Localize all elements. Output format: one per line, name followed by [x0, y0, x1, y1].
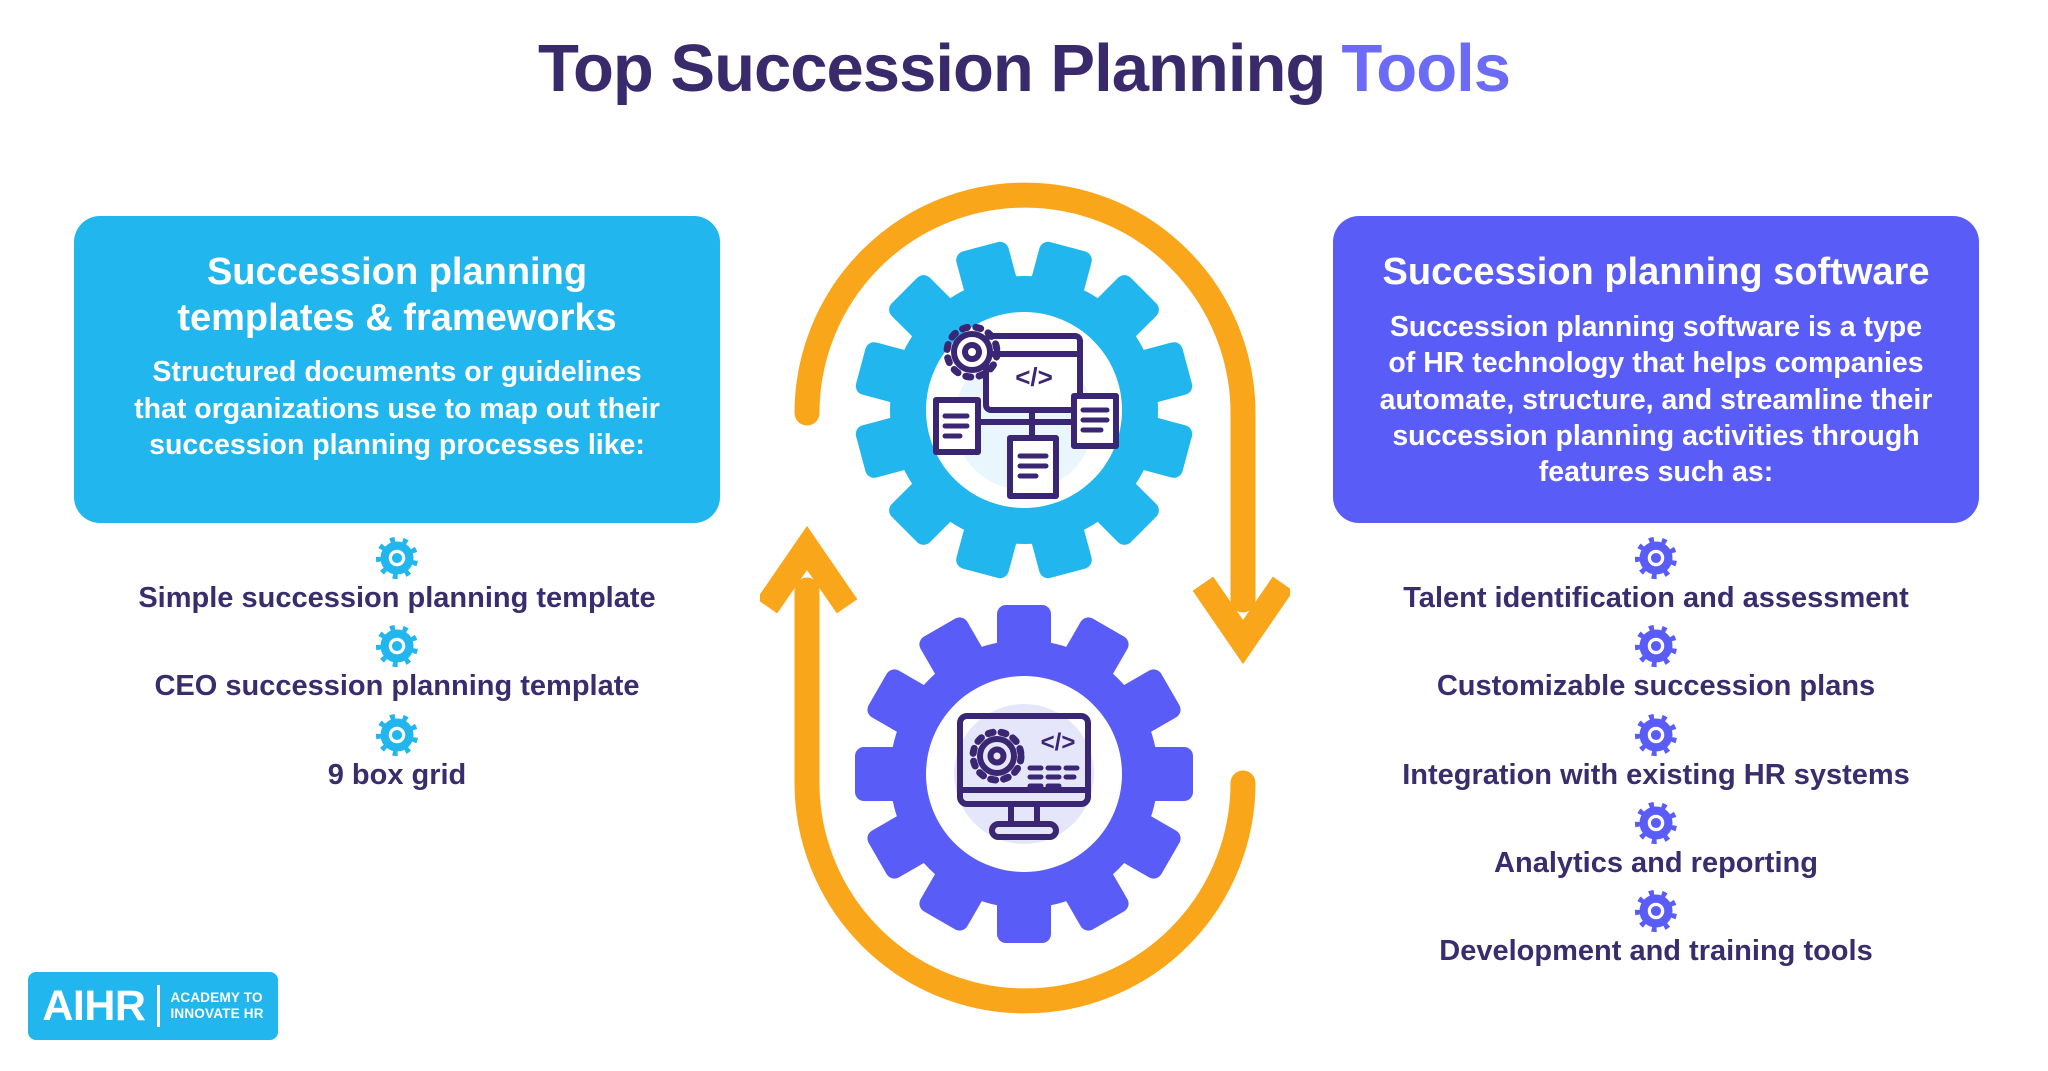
cog-icon: [1634, 536, 1678, 580]
list-item-label: Talent identification and assessment: [1403, 582, 1909, 614]
cog-icon: [1634, 801, 1678, 845]
list-item-label: CEO succession planning template: [154, 670, 640, 703]
software-panel-body: Succession planning software is a type o…: [1379, 310, 1933, 489]
software-panel-heading: Succession planning software: [1382, 251, 1930, 293]
list-item: Development and training tools: [1439, 889, 1873, 968]
gear-flowchart-icon: </>: [855, 241, 1193, 579]
list-item: Simple succession planning template: [138, 536, 656, 615]
templates-panel: Succession planning templates & framewor…: [74, 216, 720, 523]
list-item: Analytics and reporting: [1494, 801, 1818, 880]
cog-icon: [375, 536, 419, 580]
software-panel: Succession planning software Succession …: [1333, 216, 1979, 523]
gear-monitor-code-icon: </>: [855, 605, 1193, 943]
list-item-label: Simple succession planning template: [138, 582, 656, 614]
list-item: Integration with existing HR systems: [1402, 713, 1910, 792]
list-item: Customizable succession plans: [1437, 624, 1875, 703]
cog-icon: [1634, 624, 1678, 668]
templates-list: Simple succession planning template CEO …: [74, 536, 720, 801]
list-item: CEO succession planning template: [154, 624, 640, 703]
aihr-logo: AIHR ACADEMY TO INNOVATE HR: [28, 972, 278, 1040]
cog-icon: [1634, 713, 1678, 757]
software-list: Talent identification and assessment Cus…: [1333, 536, 1979, 978]
list-item: Talent identification and assessment: [1403, 536, 1909, 615]
list-item: 9 box grid: [327, 713, 467, 792]
cog-icon: [375, 713, 419, 757]
aihr-logo-brand: AIHR: [42, 981, 146, 1030]
cycle-arrows-icon: [760, 182, 1290, 1014]
cycle-gears-graphic: </>: [760, 182, 1290, 1014]
code-glyph: </>: [1015, 362, 1053, 392]
list-item-label: Analytics and reporting: [1494, 847, 1818, 880]
list-item-label: 9 box grid: [327, 758, 467, 791]
list-item-label: Development and training tools: [1439, 935, 1873, 968]
templates-panel-heading: Succession planning templates & framewor…: [177, 251, 617, 339]
code-glyph: </>: [1041, 729, 1076, 756]
cog-icon: [375, 624, 419, 668]
list-item-label: Customizable succession plans: [1436, 670, 1876, 703]
templates-panel-body: Structured documents or guidelines that …: [134, 356, 660, 462]
logo-divider: [157, 985, 161, 1027]
page-title-main: Top Succession Planning: [537, 31, 1326, 106]
aihr-logo-tagline: ACADEMY TO INNOVATE HR: [170, 989, 264, 1021]
list-item-label: Integration with existing HR systems: [1402, 758, 1910, 791]
cog-icon: [1634, 889, 1678, 933]
page-title-accent: Tools: [1341, 31, 1511, 106]
